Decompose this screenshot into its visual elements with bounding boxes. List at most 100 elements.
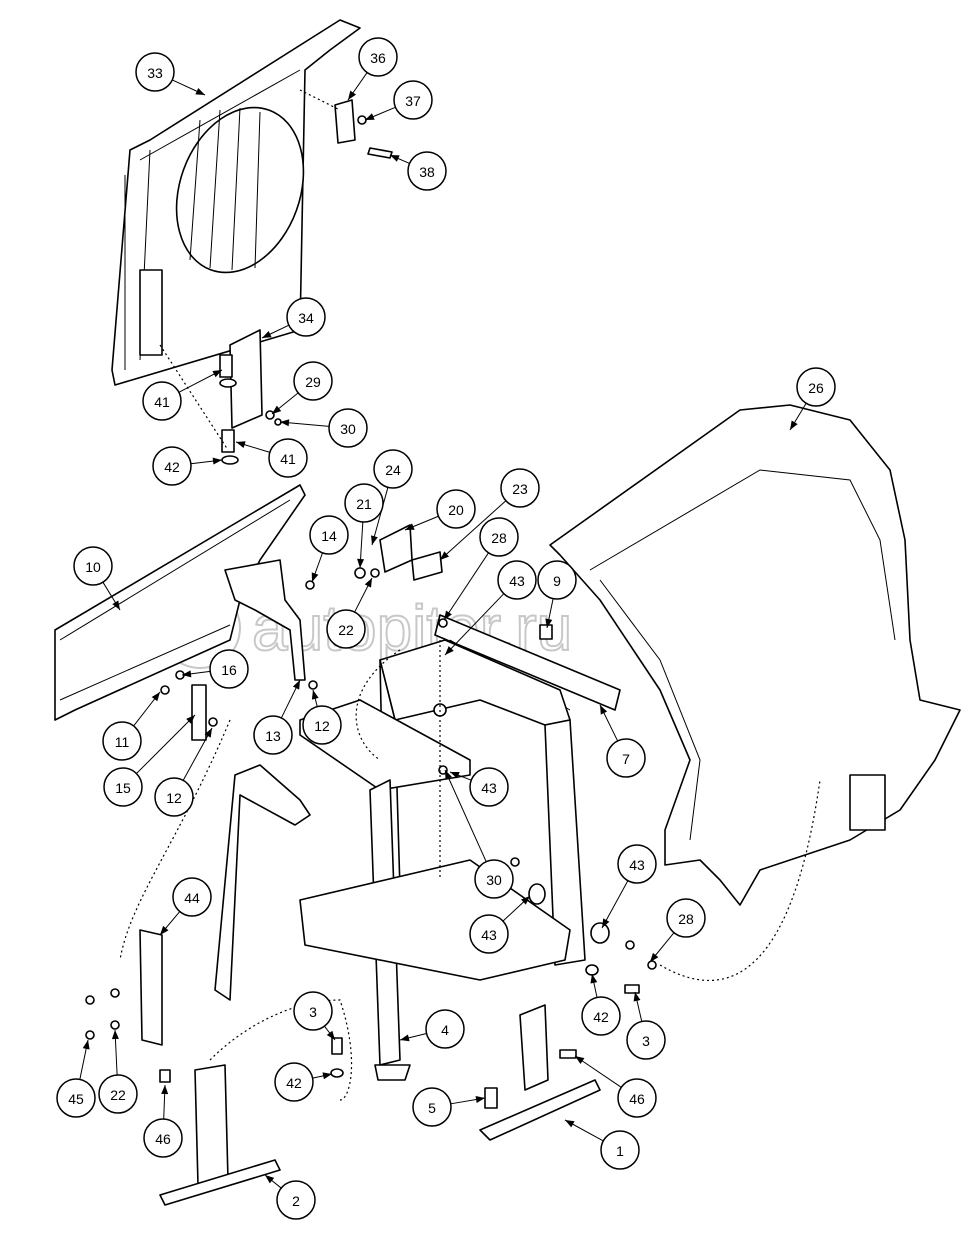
callout-circle bbox=[98, 1074, 138, 1114]
assembly-line bbox=[299, 89, 341, 111]
callout-12[interactable]: 12 bbox=[302, 705, 342, 745]
callout-46[interactable]: 46 bbox=[617, 1078, 657, 1118]
foot-2 bbox=[159, 1064, 281, 1206]
callout-5[interactable]: 5 bbox=[412, 1087, 452, 1127]
callout-circle bbox=[617, 844, 657, 884]
rail-7 bbox=[434, 614, 621, 711]
callout-41[interactable]: 41 bbox=[268, 438, 308, 478]
callout-41[interactable]: 41 bbox=[142, 381, 182, 421]
callout-43[interactable]: 43 bbox=[497, 560, 537, 600]
callout-22[interactable]: 22 bbox=[326, 609, 366, 649]
callout-11[interactable]: 11 bbox=[102, 721, 142, 761]
leader-line bbox=[439, 500, 507, 561]
callout-number: 10 bbox=[85, 559, 101, 575]
callout-number: 20 bbox=[448, 502, 464, 518]
callout-20[interactable]: 20 bbox=[436, 489, 476, 529]
callout-43[interactable]: 43 bbox=[469, 914, 509, 954]
callout-number: 7 bbox=[622, 751, 630, 767]
arrowhead bbox=[212, 370, 222, 378]
callout-circle bbox=[412, 1087, 452, 1127]
callout-33[interactable]: 33 bbox=[135, 52, 175, 92]
callout-24[interactable]: 24 bbox=[373, 449, 413, 489]
callout-circle bbox=[606, 738, 646, 778]
arrowhead bbox=[445, 770, 452, 780]
callout-10[interactable]: 10 bbox=[73, 546, 113, 586]
callout-circle bbox=[666, 898, 706, 938]
callout-30[interactable]: 30 bbox=[328, 408, 368, 448]
callout-13[interactable]: 13 bbox=[253, 715, 293, 755]
screw-37 bbox=[357, 115, 367, 125]
bracket-20 bbox=[379, 524, 413, 573]
callout-number: 23 bbox=[512, 481, 528, 497]
callout-12[interactable]: 12 bbox=[154, 777, 194, 817]
callout-3[interactable]: 3 bbox=[293, 991, 333, 1031]
pin-38 bbox=[367, 147, 393, 159]
callout-circle bbox=[172, 877, 212, 917]
arrowhead bbox=[371, 535, 378, 545]
callout-circle bbox=[425, 1009, 465, 1049]
callout-circle bbox=[293, 361, 333, 401]
callout-number: 44 bbox=[184, 890, 200, 906]
callout-circle bbox=[373, 449, 413, 489]
callout-circle bbox=[293, 991, 333, 1031]
arrowhead bbox=[195, 88, 205, 95]
callout-46[interactable]: 46 bbox=[143, 1118, 183, 1158]
arrowhead bbox=[602, 918, 610, 928]
callout-number: 28 bbox=[491, 530, 507, 546]
callout-29[interactable]: 29 bbox=[293, 361, 333, 401]
callout-42[interactable]: 42 bbox=[152, 446, 192, 486]
callout-26[interactable]: 26 bbox=[796, 367, 836, 407]
callout-38[interactable]: 38 bbox=[407, 151, 447, 191]
callout-number: 33 bbox=[147, 65, 163, 81]
callout-16[interactable]: 16 bbox=[209, 649, 249, 689]
callout-number: 12 bbox=[314, 718, 330, 734]
callout-number: 42 bbox=[593, 1009, 609, 1025]
callout-2[interactable]: 2 bbox=[276, 1180, 316, 1220]
callout-circle bbox=[73, 546, 113, 586]
callout-22[interactable]: 22 bbox=[98, 1074, 138, 1114]
callout-21[interactable]: 21 bbox=[344, 483, 384, 523]
callout-23[interactable]: 23 bbox=[500, 468, 540, 508]
callout-34[interactable]: 34 bbox=[286, 297, 326, 337]
callout-3[interactable]: 3 bbox=[626, 1020, 666, 1060]
callout-15[interactable]: 15 bbox=[103, 767, 143, 807]
callout-circle bbox=[253, 715, 293, 755]
callout-28[interactable]: 28 bbox=[479, 517, 519, 557]
callout-number: 41 bbox=[280, 451, 296, 467]
callout-45[interactable]: 45 bbox=[56, 1078, 96, 1118]
arrowhead bbox=[182, 670, 192, 678]
leader-line bbox=[182, 727, 213, 781]
callout-42[interactable]: 42 bbox=[581, 996, 621, 1036]
callout-circle bbox=[436, 489, 476, 529]
callout-circle bbox=[393, 80, 433, 120]
callout-number: 37 bbox=[405, 93, 421, 109]
assembly-line bbox=[119, 719, 231, 961]
callout-circle bbox=[328, 408, 368, 448]
callout-43[interactable]: 43 bbox=[469, 767, 509, 807]
callout-7[interactable]: 7 bbox=[606, 738, 646, 778]
callout-14[interactable]: 14 bbox=[309, 515, 349, 555]
callout-circle bbox=[142, 381, 182, 421]
callout-number: 43 bbox=[629, 857, 645, 873]
callout-number: 9 bbox=[553, 573, 561, 589]
callout-number: 29 bbox=[305, 374, 321, 390]
callout-28[interactable]: 28 bbox=[666, 898, 706, 938]
callout-number: 22 bbox=[338, 622, 354, 638]
callout-circle bbox=[479, 517, 519, 557]
callout-30[interactable]: 30 bbox=[474, 859, 514, 899]
callout-number: 30 bbox=[340, 421, 356, 437]
arrowhead bbox=[521, 896, 530, 905]
callout-37[interactable]: 37 bbox=[393, 80, 433, 120]
callout-circle bbox=[103, 767, 143, 807]
callout-44[interactable]: 44 bbox=[172, 877, 212, 917]
hinge-plate-36 bbox=[334, 99, 356, 144]
callout-number: 45 bbox=[68, 1091, 84, 1107]
callout-1[interactable]: 1 bbox=[600, 1130, 640, 1170]
callout-43[interactable]: 43 bbox=[617, 844, 657, 884]
assembly-line bbox=[159, 344, 229, 451]
callout-42[interactable]: 42 bbox=[274, 1062, 314, 1102]
callout-4[interactable]: 4 bbox=[425, 1009, 465, 1049]
callout-9[interactable]: 9 bbox=[537, 560, 577, 600]
callout-36[interactable]: 36 bbox=[358, 37, 398, 77]
